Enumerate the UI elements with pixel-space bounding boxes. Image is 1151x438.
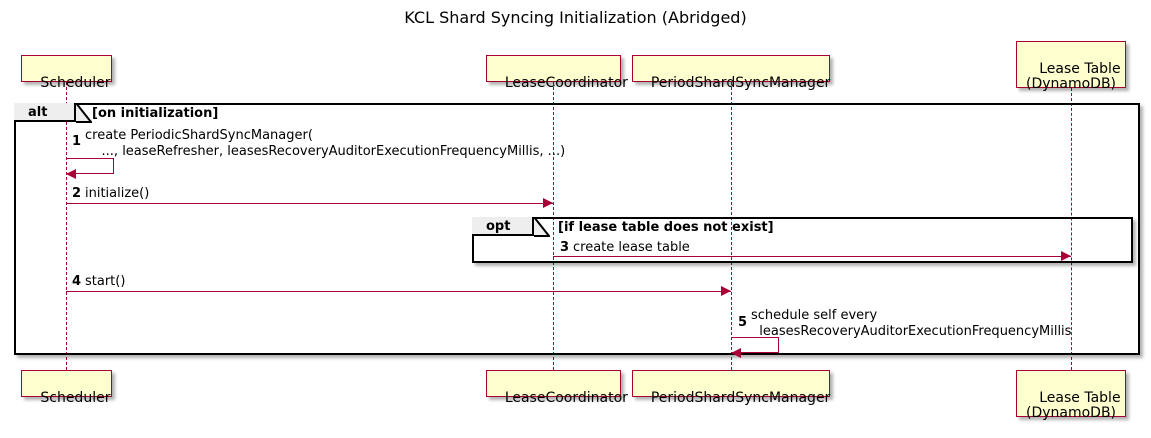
message-2-seq: 2 <box>72 186 82 201</box>
fragment-alt-operator-label: alt <box>28 105 48 120</box>
message-3-text: create lease table <box>573 240 690 255</box>
participant-period-shard-sync-manager-top[interactable]: PeriodShardSyncManager <box>632 55 830 91</box>
message-4-seq: 4 <box>72 274 82 289</box>
message-5-self-call <box>731 337 779 353</box>
participant-lease-coordinator-top-label: LeaseCoordinator <box>504 74 628 91</box>
participant-period-shard-sync-manager-bottom[interactable]: PeriodShardSyncManager <box>632 370 830 406</box>
lifeline-lease-table <box>1071 88 1072 370</box>
participant-lease-table-top-label: Lease Table (DynamoDB) <box>1025 60 1121 93</box>
fragment-opt-operator-label: opt <box>486 219 511 234</box>
message-2-text: initialize() <box>85 186 150 201</box>
participant-scheduler-bottom-label: Scheduler <box>40 389 111 406</box>
participant-scheduler-bottom[interactable]: Scheduler <box>21 370 112 406</box>
lifeline-lease-coordinator <box>553 82 554 370</box>
fragment-alt-operator-tab: alt <box>14 103 76 122</box>
message-3-seq: 3 <box>560 240 570 255</box>
message-2-line <box>66 203 553 204</box>
participant-lease-coordinator-bottom-label: LeaseCoordinator <box>504 389 628 406</box>
message-1-arrowhead-icon <box>66 169 76 179</box>
lifeline-period-shard-sync-manager <box>731 82 732 370</box>
participant-period-shard-sync-manager-top-label: PeriodShardSyncManager <box>650 74 831 91</box>
fragment-alt <box>14 103 1140 355</box>
fragment-opt-tab-corner-icon <box>534 217 550 237</box>
message-1-text: create PeriodicShardSyncManager( ..., le… <box>85 128 566 160</box>
message-1-self-call <box>66 158 114 174</box>
message-2-arrowhead-icon <box>543 198 553 208</box>
participant-lease-table-bottom[interactable]: Lease Table (DynamoDB) <box>1016 370 1126 421</box>
message-4-line <box>66 291 731 292</box>
fragment-opt-guard: [if lease table does not exist] <box>558 220 774 235</box>
participant-lease-coordinator-bottom[interactable]: LeaseCoordinator <box>486 370 628 406</box>
page-title: KCL Shard Syncing Initialization (Abridg… <box>404 8 747 27</box>
participant-lease-table-bottom-label: Lease Table (DynamoDB) <box>1025 389 1121 422</box>
participant-scheduler-top[interactable]: Scheduler <box>21 55 112 91</box>
message-5-text: schedule self every leasesRecoveryAudito… <box>751 308 1072 340</box>
message-1-seq: 1 <box>72 134 82 149</box>
message-4-text: start() <box>85 274 126 289</box>
participant-period-shard-sync-manager-bottom-label: PeriodShardSyncManager <box>650 389 831 406</box>
lifeline-scheduler <box>66 82 67 370</box>
message-4-arrowhead-icon <box>721 286 731 296</box>
message-3-line <box>553 256 1071 257</box>
sequence-diagram-canvas: KCL Shard Syncing Initialization (Abridg… <box>14 8 1140 421</box>
fragment-alt-guard: [on initialization] <box>92 106 219 121</box>
fragment-opt <box>472 217 1133 263</box>
participant-scheduler-top-label: Scheduler <box>40 74 111 91</box>
fragment-alt-tab-corner-icon <box>76 103 92 123</box>
message-5-seq: 5 <box>738 315 748 330</box>
message-3-arrowhead-icon <box>1061 251 1071 261</box>
participant-lease-coordinator-top[interactable]: LeaseCoordinator <box>486 55 628 91</box>
fragment-opt-operator-tab: opt <box>472 217 534 236</box>
participant-lease-table-top[interactable]: Lease Table (DynamoDB) <box>1016 41 1126 92</box>
message-5-arrowhead-icon <box>731 348 741 358</box>
